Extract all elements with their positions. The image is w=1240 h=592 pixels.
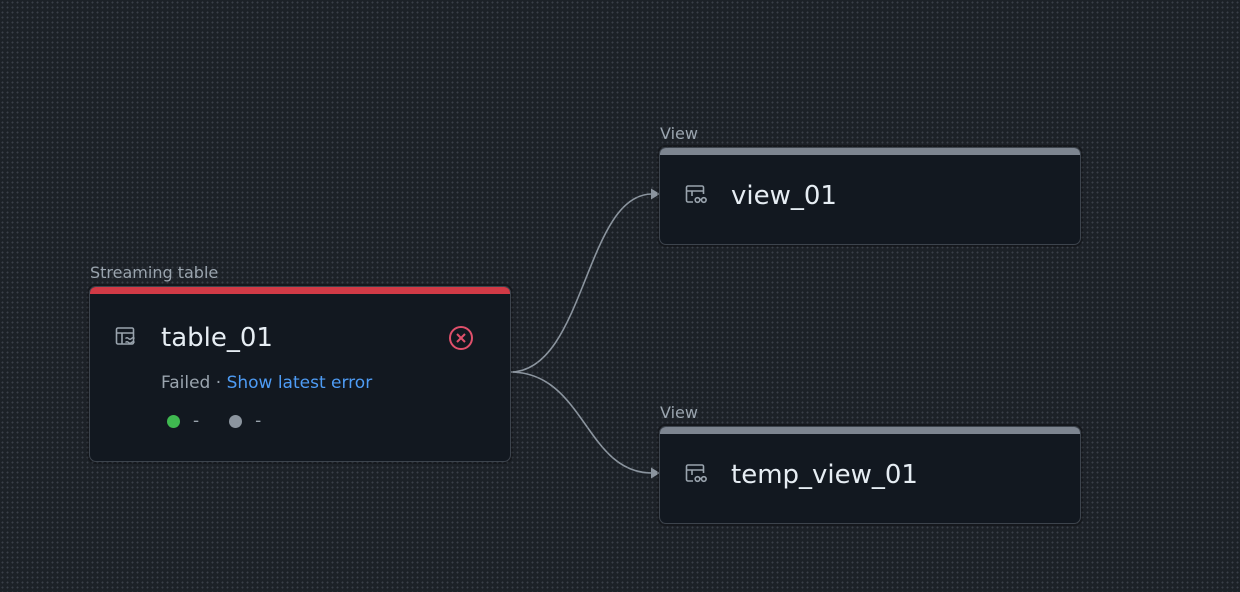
node-view_01[interactable]: view_01 — [659, 147, 1081, 245]
status-separator: · — [210, 373, 227, 393]
node-type-label: View — [660, 403, 698, 422]
node-title: temp_view_01 — [731, 460, 918, 490]
neutral-dot-icon — [229, 414, 243, 428]
node-temp_view_01[interactable]: temp_view_01 — [659, 426, 1081, 524]
node-title: table_01 — [161, 323, 273, 353]
metric-value: - — [255, 411, 262, 431]
node-status: Failed · Show latest error — [161, 372, 372, 394]
view-icon — [684, 462, 708, 486]
node-status-bar — [90, 287, 510, 294]
node-status-bar — [660, 427, 1080, 434]
show-latest-error-link[interactable]: Show latest error — [226, 373, 373, 393]
metric-value: - — [193, 411, 200, 431]
node-table_01[interactable]: table_01 Failed · Show latest error - - — [89, 286, 511, 462]
node-metrics: - - — [167, 411, 291, 431]
metric-neutral: - — [229, 411, 261, 431]
node-type-label: View — [660, 124, 698, 143]
streaming-table-icon — [114, 325, 138, 349]
edge-table_01-to-view_01 — [509, 193, 653, 373]
status-text: Failed — [161, 373, 211, 393]
node-type-label: Streaming table — [90, 263, 219, 282]
node-title: view_01 — [731, 181, 837, 211]
view-icon — [684, 183, 708, 207]
success-dot-icon — [167, 414, 180, 428]
node-status-bar — [660, 148, 1080, 155]
metric-success: - — [167, 411, 199, 431]
error-circle-icon[interactable] — [447, 324, 475, 352]
edge-table_01-to-temp_view_01 — [509, 371, 653, 474]
